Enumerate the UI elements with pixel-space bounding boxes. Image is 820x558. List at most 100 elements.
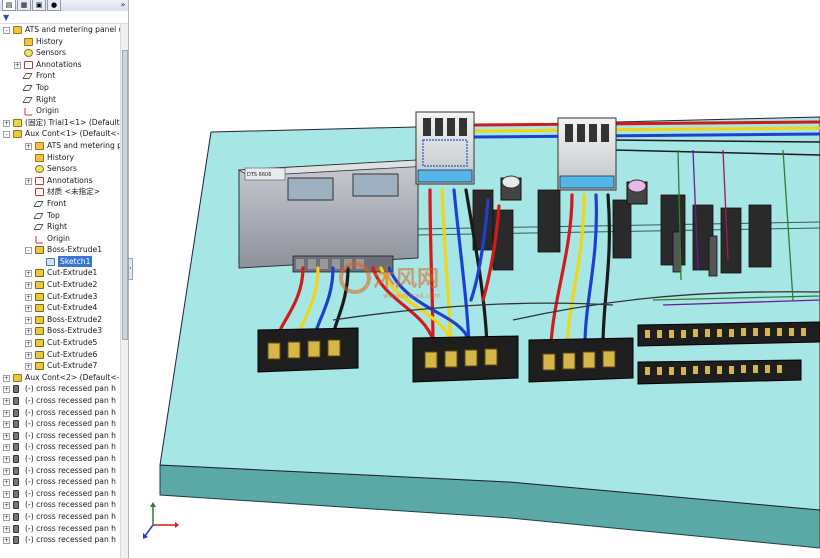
expand-icon[interactable]: + — [25, 363, 32, 371]
expand-icon[interactable]: + — [3, 432, 10, 440]
collapse-icon[interactable]: - — [25, 247, 32, 255]
tree-item[interactable]: 材质 <未指定> — [0, 186, 122, 198]
pilot-lamp-1[interactable] — [500, 175, 522, 201]
feature-manager-tab-icon[interactable]: ▤ — [2, 0, 16, 11]
tree-item[interactable]: Front — [0, 70, 122, 82]
expand-icon[interactable]: + — [14, 61, 21, 69]
tree-scrollbar[interactable] — [120, 24, 128, 558]
terminal-block-2[interactable] — [412, 335, 519, 383]
pilot-lamp-2[interactable] — [626, 179, 648, 205]
tree-item[interactable]: +(-) cross recessed pan h — [0, 430, 122, 442]
tree-item[interactable]: +Cut-Extrude4 — [0, 302, 122, 314]
tree-item[interactable]: +Boss-Extrude3 — [0, 325, 122, 337]
tree-item[interactable]: +(-) cross recessed pan h — [0, 418, 122, 430]
tree-item[interactable]: +(-) cross recessed pan h — [0, 441, 122, 453]
expand-icon[interactable]: + — [3, 444, 10, 452]
expand-icon[interactable]: + — [3, 119, 10, 127]
tree-item[interactable]: + (-) cross recessed pan h — [0, 453, 122, 465]
expand-icon[interactable]: + — [3, 386, 10, 394]
tree-item[interactable]: +Cut-Extrude2 — [0, 279, 122, 291]
expand-icon[interactable]: + — [3, 537, 10, 545]
tree-item[interactable]: Origin — [0, 105, 122, 117]
expand-icon[interactable]: + — [3, 479, 10, 487]
tree-item[interactable]: +(-) cross recessed pan h — [0, 383, 122, 395]
terminal-block-3[interactable] — [528, 337, 634, 383]
tree-item[interactable]: +(-) cross recessed pan h — [0, 488, 122, 500]
tree-item[interactable]: +Cut-Extrude5 — [0, 337, 122, 349]
tree-item-label: (-) cross recessed pan h — [25, 453, 116, 463]
energy-meter[interactable]: DTS 6606 — [237, 159, 430, 273]
expand-icon[interactable]: + — [3, 374, 10, 382]
graphics-viewport[interactable]: DTS 6606 — [133, 0, 820, 558]
tree-item[interactable]: Sketch1 — [0, 255, 122, 268]
tree-item[interactable]: +Cut-Extrude6 — [0, 349, 122, 361]
tree-item[interactable]: +Boss-Extrude2 — [0, 314, 122, 326]
tree-item[interactable]: -Boss-Extrude1 — [0, 244, 122, 256]
expand-icon[interactable]: + — [3, 409, 10, 417]
display-manager-tab-icon[interactable]: ● — [47, 0, 61, 11]
terminal-block-1[interactable] — [257, 327, 359, 373]
expand-icon[interactable]: + — [25, 142, 32, 150]
expand-icon[interactable]: + — [3, 467, 10, 475]
tree-item[interactable]: Origin — [0, 233, 122, 245]
tree-item[interactable]: + (-) cross recessed pan h — [0, 499, 122, 511]
expand-icon[interactable]: + — [3, 455, 10, 463]
configuration-manager-tab-icon[interactable]: ▣ — [32, 0, 46, 11]
expand-icon[interactable]: + — [25, 328, 32, 336]
expand-icon[interactable]: + — [3, 525, 10, 533]
tree-item[interactable]: History — [0, 152, 122, 164]
tree-item[interactable]: Front — [0, 198, 122, 210]
tree-filter[interactable]: ▼ — [0, 11, 128, 24]
panel-splitter-handle[interactable]: › — [128, 258, 133, 280]
tree-item[interactable]: +Cut-Extrude7 — [0, 360, 122, 372]
tree-item[interactable]: Top — [0, 210, 122, 222]
filter-icon[interactable]: ▼ — [3, 12, 10, 22]
tree-item[interactable]: +(-) cross recessed pan h — [0, 465, 122, 477]
tree-item[interactable]: +Cut-Extrude1 — [0, 267, 122, 279]
terminal-strip-lower[interactable] — [637, 359, 802, 385]
tree-item[interactable]: Sensors — [0, 163, 122, 175]
tree-item[interactable]: Top — [0, 82, 122, 94]
tree-item[interactable]: Sensors — [0, 47, 122, 59]
collapse-icon[interactable]: - — [3, 27, 10, 34]
tree-item[interactable]: +Annotations — [0, 175, 122, 187]
tree-item-label: Origin — [36, 106, 59, 116]
expand-icon[interactable]: + — [3, 502, 10, 510]
expand-icon[interactable]: + — [25, 293, 32, 301]
expand-icon[interactable]: + — [3, 421, 10, 429]
tree-item[interactable]: +(-) cross recessed pan h — [0, 534, 122, 546]
expand-icon[interactable]: + — [25, 270, 32, 278]
expand-icon[interactable]: + — [3, 398, 10, 405]
tree-item[interactable]: Right — [0, 221, 122, 233]
expand-icon[interactable]: + — [25, 316, 32, 324]
model-view[interactable]: DTS 6606 — [133, 0, 820, 558]
expand-icon[interactable]: + — [25, 351, 32, 359]
tree-item[interactable]: +(-) cross recessed pan h — [0, 395, 122, 407]
more-tabs-icon[interactable]: » — [120, 0, 126, 9]
tree-item[interactable]: +(-) cross recessed pan h — [0, 511, 122, 523]
tree-item[interactable]: +Cut-Extrude3 — [0, 291, 122, 303]
tree-item[interactable]: +Aux Cont<2> (Default<- — [0, 372, 122, 384]
expand-icon[interactable]: + — [25, 282, 32, 290]
expand-icon[interactable]: + — [25, 177, 32, 185]
property-manager-tab-icon[interactable]: ▦ — [17, 0, 31, 11]
tree-item[interactable]: -ATS and metering panel (D — [0, 24, 127, 36]
terminal-strip-upper[interactable] — [637, 321, 820, 347]
tree-item-label: (-) cross recessed pan h — [25, 500, 116, 510]
tree-item[interactable]: Right — [0, 94, 122, 106]
tree-item[interactable]: +(-) cross recessed pan h — [0, 476, 122, 488]
contactor-2[interactable] — [537, 117, 632, 259]
collapse-icon[interactable]: - — [3, 131, 10, 139]
expand-icon[interactable]: + — [25, 305, 32, 313]
expand-icon[interactable]: + — [3, 513, 10, 521]
tree-item[interactable]: +(-) cross recessed pan h — [0, 523, 122, 535]
expand-icon[interactable]: + — [25, 340, 32, 348]
expand-icon[interactable]: + — [3, 490, 10, 498]
tree-item[interactable]: +(-) cross recessed pan h — [0, 407, 122, 419]
tree-scrollbar-thumb[interactable] — [122, 50, 128, 340]
tree-item[interactable]: -Aux Cont<1> (Default<- — [0, 128, 122, 140]
tree-item[interactable]: +(固定) Trial1<1> (Default — [0, 117, 122, 129]
tree-item[interactable]: +Annotations — [0, 59, 122, 71]
tree-item[interactable]: +ATS and metering pa — [0, 140, 127, 152]
tree-item[interactable]: History — [0, 36, 122, 48]
